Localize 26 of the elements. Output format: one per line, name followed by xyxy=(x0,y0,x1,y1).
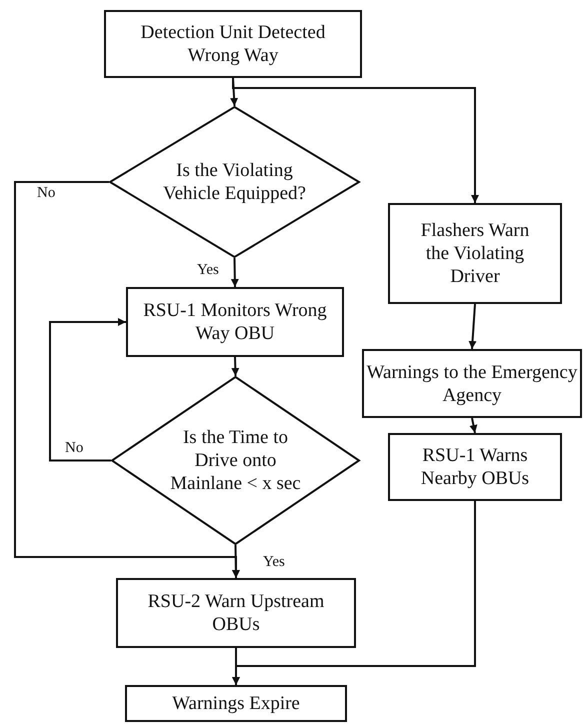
step-text: Warnings to the Emergency Agency xyxy=(366,360,578,406)
process-box xyxy=(116,578,356,648)
arrow xyxy=(470,418,478,434)
process-box xyxy=(126,287,344,357)
decision-diamond xyxy=(111,376,360,545)
step-text: RSU-1 Monitors Wrong Way OBU xyxy=(142,299,328,345)
step-text: RSU-2 Warn Upstream OBUs xyxy=(146,590,326,636)
process-box xyxy=(388,203,562,304)
step-text: Flashers Warn the Violating Driver xyxy=(420,219,530,288)
arrow xyxy=(232,501,476,685)
step-text: Detection Unit Detected Wrong Way xyxy=(140,21,326,67)
arrow xyxy=(230,258,239,288)
question-text: Is the Violating Vehicle Equipped? xyxy=(162,159,307,205)
arrow xyxy=(49,318,126,462)
decision-diamond xyxy=(109,106,360,258)
step-text: RSU-1 Warns Nearby OBUs xyxy=(420,444,530,490)
arrow xyxy=(232,78,479,203)
arrow xyxy=(231,356,240,376)
step-text: Warnings Expire xyxy=(172,692,300,715)
process-box xyxy=(388,433,562,501)
arrow xyxy=(232,544,240,578)
process-box xyxy=(104,10,362,78)
question-text: Is the Time to Drive onto Mainlane < x sec xyxy=(169,426,302,495)
process-box xyxy=(125,685,347,722)
arrow xyxy=(468,304,477,350)
process-box xyxy=(362,349,582,418)
